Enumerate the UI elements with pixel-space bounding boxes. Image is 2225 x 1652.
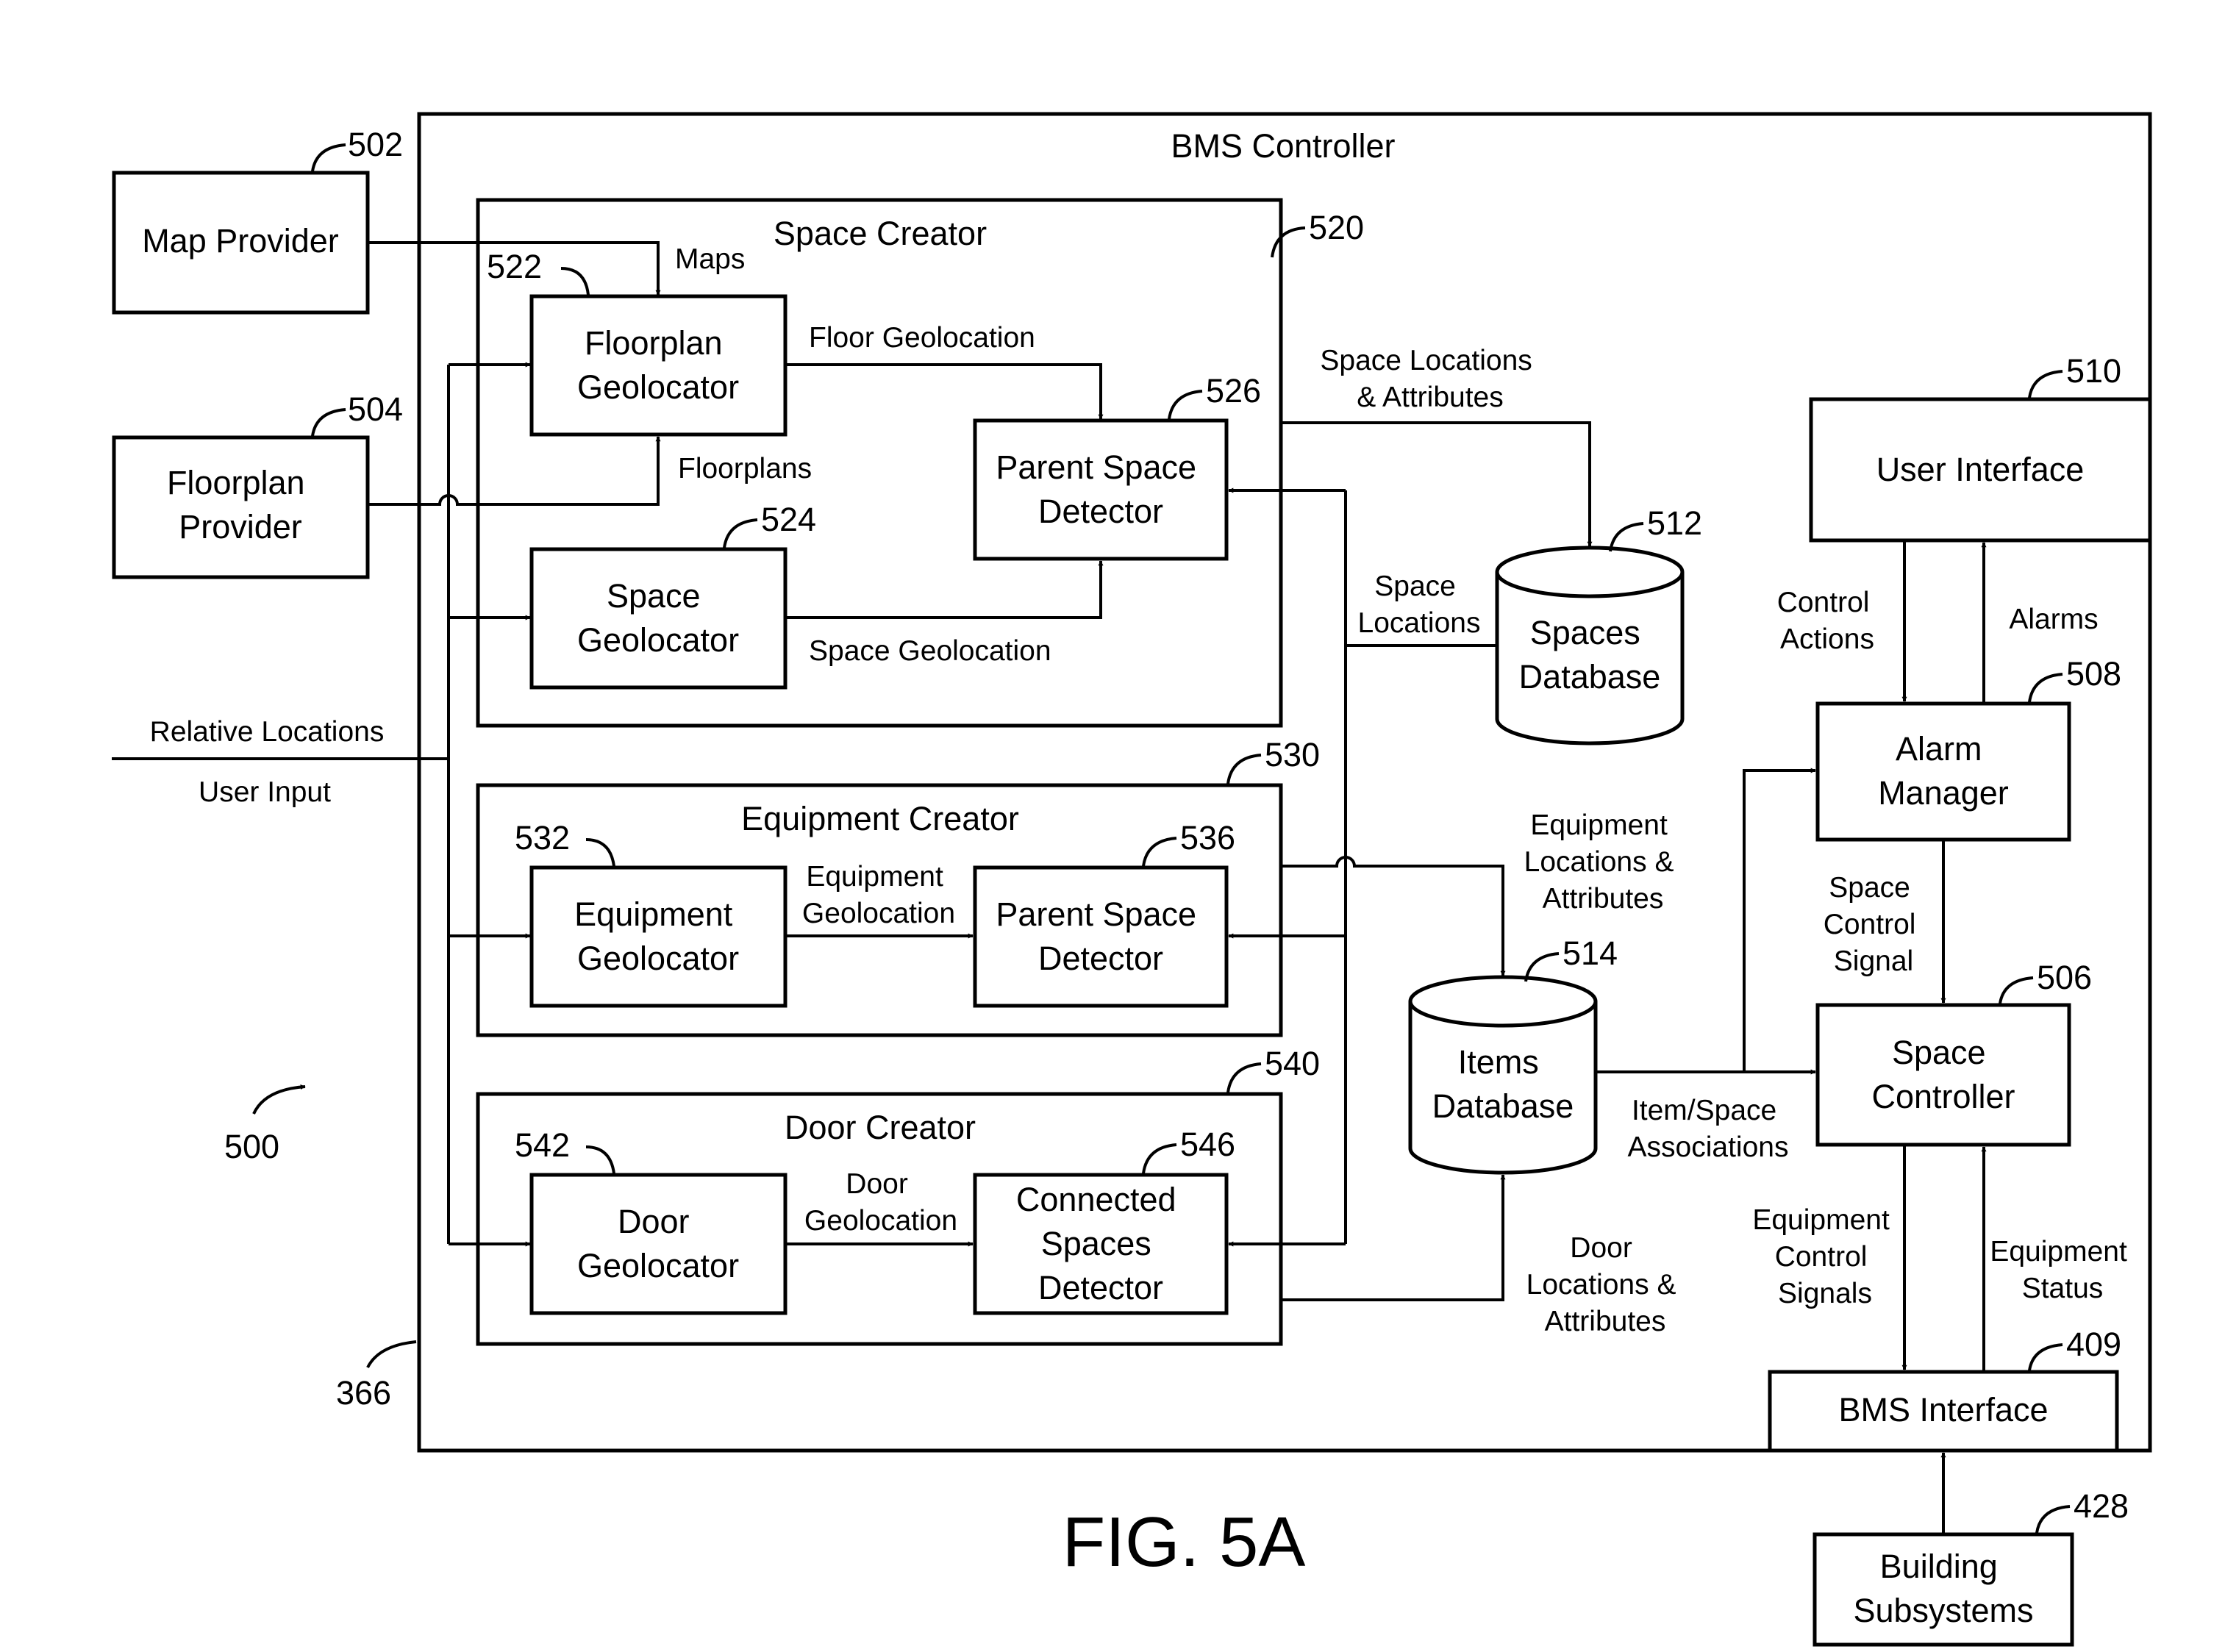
leader-546 <box>1143 1145 1176 1173</box>
ref-514: 514 <box>1562 934 1618 972</box>
ref-524: 524 <box>761 501 816 538</box>
space-locations-label: Space Locations <box>1358 571 1481 639</box>
space-geolocation-label: Space Geolocation <box>809 635 1051 667</box>
ref-522: 522 <box>487 248 542 285</box>
parent-space-detector-1-box <box>975 421 1226 559</box>
map-provider-label: Map Provider <box>142 222 339 260</box>
ref-500-arrow <box>254 1087 305 1114</box>
leader-524 <box>724 520 757 548</box>
leader-520 <box>1272 228 1305 257</box>
user-interface-label: User Interface <box>1876 451 2085 488</box>
alarm-manager-box <box>1818 704 2069 840</box>
parent-space-detector-2-box <box>975 868 1226 1006</box>
figure-label: FIG. 5A <box>1062 1503 1306 1581</box>
leader-540 <box>1228 1064 1261 1093</box>
connected-spaces-detector-label: Connected Spaces Detector <box>1016 1181 1185 1306</box>
user-input-label: User Input <box>199 776 331 808</box>
floorplan-geolocator-box <box>532 296 785 435</box>
ref-520: 520 <box>1309 209 1364 246</box>
floorplan-provider-label: Floorplan Provider <box>167 464 314 546</box>
ref-500: 500 <box>224 1128 279 1165</box>
ref-532: 532 <box>515 819 570 857</box>
leader-510 <box>2029 371 2062 398</box>
item-space-associations-label: Item/Space Associations <box>1628 1095 1789 1163</box>
equipment-geolocation-label: Equipment Geolocation <box>802 861 955 929</box>
control-actions-label: Control Actions <box>1777 587 1878 655</box>
leader-409 <box>2029 1345 2062 1370</box>
ref-506: 506 <box>2037 959 2092 996</box>
ref-526: 526 <box>1206 372 1261 410</box>
equipment-status-label: Equipment Status <box>1990 1236 2135 1304</box>
alarms-label: Alarms <box>2009 604 2098 635</box>
ref-366: 366 <box>336 1374 391 1412</box>
parent-space-detector-1-label: Parent Space Detector <box>996 448 1205 530</box>
equipment-geolocator-box <box>532 868 785 1006</box>
floorplan-provider-box <box>114 437 368 577</box>
floorplan-geolocator-label: Floorplan Geolocator <box>577 324 739 406</box>
leader-428 <box>2037 1506 2070 1533</box>
ref-502: 502 <box>348 126 403 163</box>
space-locations-attributes-line <box>1281 423 1590 546</box>
space-creator-title: Space Creator <box>774 215 987 252</box>
ref-530: 530 <box>1265 736 1320 773</box>
door-locations-attributes-line <box>1281 1175 1503 1300</box>
ref-428: 428 <box>2074 1487 2129 1525</box>
ref-512: 512 <box>1647 504 1702 542</box>
leader-542 <box>586 1147 614 1173</box>
ref-510: 510 <box>2066 352 2121 390</box>
ref-540: 540 <box>1265 1045 1320 1082</box>
ref-504: 504 <box>348 390 403 428</box>
leader-526 <box>1169 391 1202 419</box>
leader-366 <box>368 1342 416 1367</box>
alarm-manager-label: Alarm Manager <box>1878 730 2009 812</box>
door-locations-attributes-label: Door Locations & Attributes <box>1526 1232 1685 1337</box>
maps-label: Maps <box>675 243 745 275</box>
floorplans-label: Floorplans <box>678 453 812 484</box>
equipment-locations-attributes-line <box>1281 857 1503 976</box>
leader-502 <box>312 145 346 171</box>
floorplans-line <box>368 437 658 504</box>
equipment-creator-title: Equipment Creator <box>741 800 1019 837</box>
bms-interface-label: BMS Interface <box>1838 1391 2048 1428</box>
floor-geolocation-line <box>785 365 1101 419</box>
ref-409: 409 <box>2066 1326 2121 1363</box>
items-to-alarm-manager-line <box>1744 770 1815 1072</box>
leader-508 <box>2029 674 2062 702</box>
leader-506 <box>2000 978 2033 1004</box>
leader-504 <box>312 410 346 436</box>
leader-530 <box>1228 755 1261 784</box>
space-geolocation-line <box>785 561 1101 618</box>
space-locations-attributes-label: Space Locations & Attributes <box>1320 345 1540 413</box>
leader-536 <box>1143 838 1176 866</box>
ref-508: 508 <box>2066 655 2121 693</box>
bms-controller-title: BMS Controller <box>1171 127 1395 165</box>
parent-space-detector-2-label: Parent Space Detector <box>996 895 1205 977</box>
equipment-control-signals-label: Equipment Control Signals <box>1752 1204 1897 1309</box>
leader-522 <box>561 268 588 295</box>
ref-542: 542 <box>515 1126 570 1164</box>
floor-geolocation-label: Floor Geolocation <box>809 322 1035 354</box>
relative-locations-label: Relative Locations <box>150 716 385 748</box>
door-geolocation-label: Door Geolocation <box>804 1168 957 1237</box>
space-control-signal-label: Space Control Signal <box>1824 872 1924 977</box>
door-geolocator-box <box>532 1175 785 1313</box>
building-subsystems-label: Building Subsystems <box>1853 1548 2033 1629</box>
ref-536: 536 <box>1180 819 1235 857</box>
door-creator-title: Door Creator <box>785 1109 976 1146</box>
ref-546: 546 <box>1180 1126 1235 1163</box>
space-geolocator-label: Space Geolocator <box>577 577 739 659</box>
leader-532 <box>586 840 614 866</box>
space-controller-box <box>1818 1005 2069 1145</box>
space-geolocator-box <box>532 549 785 687</box>
equipment-geolocator-label: Equipment Geolocator <box>574 895 742 977</box>
door-geolocator-label: Door Geolocator <box>577 1203 739 1284</box>
equipment-locations-attributes-label: Equipment Locations & Attributes <box>1524 809 1682 915</box>
space-controller-label: Space Controller <box>1871 1034 2015 1115</box>
